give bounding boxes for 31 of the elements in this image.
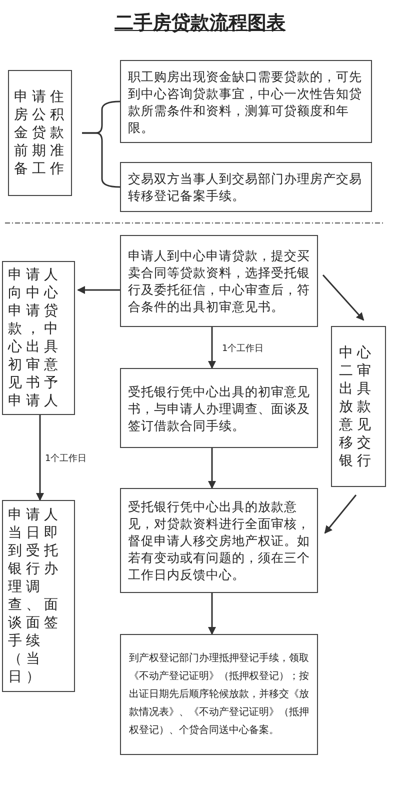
box-text: 职工购房出现资金缺口需要贷款的，可先到中心咨询贷款事宜，中心一次性告知贷款所需条件和资料，测算可贷额度和年限。 (127, 68, 363, 136)
edge-label: 1个工作日 (222, 342, 264, 354)
box-text: 申请人向中心申请贷款，中心出具初审意见书予申请人 (6, 266, 62, 410)
process-box (120, 368, 318, 448)
process-box (120, 235, 318, 327)
arrow (77, 286, 120, 294)
prep-box (8, 70, 72, 196)
box-text: 中心二审出具放款意见移交银行 (338, 344, 375, 470)
box-text: 申请住房公积金贷款前期准备工作 (13, 88, 68, 178)
arrow (36, 415, 44, 501)
arrow (322, 274, 364, 321)
process-box (331, 326, 386, 487)
arrow (208, 593, 216, 635)
process-box (120, 60, 372, 143)
box-text: 受托银行凭中心出具的初审意见书，与申请人办理调查、面谈及签订借款合同手续。 (127, 382, 311, 434)
brace (82, 132, 120, 188)
box-text: 申请人当日即到受托银行办理调查、面谈面签手续（当日） (7, 506, 62, 686)
box-text: 申请人到中心申请贷款，提交买卖合同等贷款资料，选择受托银行及委托征信，中心审查后，符合条件的出具初审意见书。 (127, 247, 311, 315)
box-text: 到产权登记部门办理抵押登记手续，领取《不动产登记证明》（抵押权登记）；按出证日期先后顺序轮候放款，并移交《放款情况表》、《不动产登记证明》（抵押权登记）、个贷合同送中心备案。 (128, 652, 310, 738)
box-text: 交易双方当事人到交易部门办理房产交易转移登记备案手续。 (127, 170, 363, 204)
arrow (208, 327, 216, 369)
edge-label: 1个工作日 (45, 452, 87, 464)
process-box (2, 500, 75, 692)
process-box (120, 162, 372, 212)
arrow (208, 448, 216, 489)
process-box (120, 488, 318, 593)
process-box (2, 261, 75, 415)
title: 二手房贷款流程图表 (114, 12, 286, 34)
arrow (324, 494, 357, 534)
box-text: 受托银行凭中心出具的放款意见，对贷款资料进行全面审核，督促申请人移交房地产权证。如若有变动或有问题的，须在三个工作日内反馈中心。 (127, 498, 311, 583)
process-box (120, 634, 318, 755)
